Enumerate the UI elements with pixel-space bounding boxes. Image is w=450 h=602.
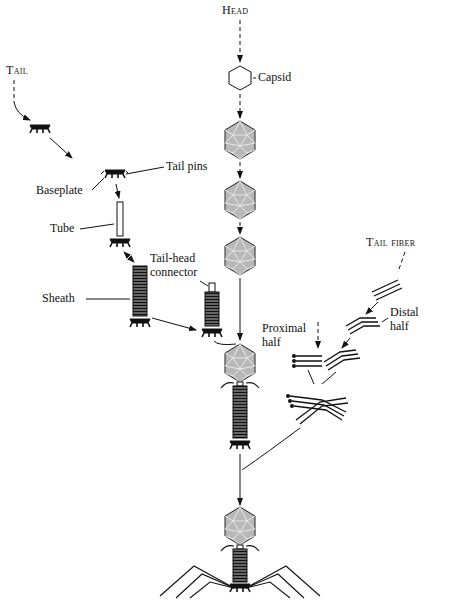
mature-phage (221, 507, 259, 592)
tail-pathway (14, 80, 236, 345)
part-label: Head (222, 4, 248, 18)
tail-fiber (246, 582, 290, 598)
assembled-head-and-tail (221, 344, 259, 505)
part-label: Tail fiber (366, 236, 415, 250)
part-label: Baseplate (36, 184, 83, 198)
part-label: Tail pins (166, 160, 208, 174)
part-label: Tail-head connector (150, 252, 210, 280)
tail-fiber-pathway (242, 252, 405, 470)
part-label: Distal half (390, 306, 436, 334)
part-label: Tail (6, 64, 28, 78)
part-label: Proximal half (262, 322, 314, 350)
part-label: Tube (50, 222, 74, 236)
part-label: Sheath (42, 292, 75, 306)
tail-fiber (190, 582, 234, 598)
tail-fibers (160, 566, 320, 598)
part-label: Capsid (258, 71, 291, 85)
tail-fiber (160, 566, 234, 596)
head-pathway (225, 20, 256, 340)
tail-fiber (246, 566, 320, 596)
tail-fiber (246, 574, 304, 598)
tail-fiber (176, 574, 234, 598)
